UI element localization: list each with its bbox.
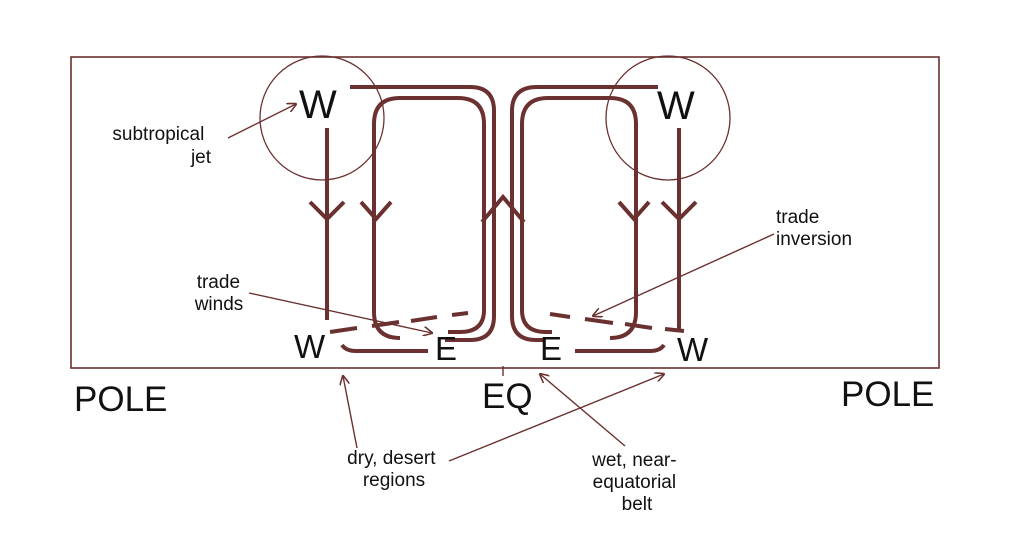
wet-belt-arrow: [540, 374, 626, 447]
trade-winds-arrow: [248, 292, 432, 333]
subtropical-jet-arrow: [227, 104, 296, 139]
subtropical-jet-label: subtropical jet: [112, 124, 211, 168]
subtropical-jet-circle-left: [259, 55, 385, 181]
trade-winds-label: trade winds: [194, 272, 246, 315]
dry-desert-arrow-right: [448, 374, 664, 462]
left-hadley-cell: [340, 85, 496, 353]
dry-desert-label: dry, desert regions: [347, 448, 441, 491]
wet-belt-label: wet, near- equatorial belt: [591, 450, 682, 515]
subtropical-jet-circle-right: [605, 55, 731, 181]
w-bottom-left-label: W: [294, 328, 326, 365]
right-hadley-cell: [510, 85, 666, 353]
equator-label: EQ: [482, 377, 533, 416]
w-bottom-right-label: W: [677, 331, 709, 368]
descending-flows: [308, 128, 698, 330]
atmosphere-box: [70, 56, 940, 369]
trade-inversion-dashes: [329, 311, 685, 334]
trade-inversion-label: trade inversion: [776, 207, 852, 250]
dry-desert-arrow-left: [343, 376, 358, 449]
w-top-right-label: W: [657, 84, 695, 128]
e-right-label: E: [540, 330, 562, 367]
trade-inversion-arrow: [593, 233, 775, 316]
e-left-label: E: [435, 330, 457, 367]
w-top-left-label: W: [299, 83, 337, 127]
pole-left-label: POLE: [74, 380, 167, 419]
pole-right-label: POLE: [841, 375, 934, 414]
rising-flow-arrowhead: [480, 193, 526, 224]
